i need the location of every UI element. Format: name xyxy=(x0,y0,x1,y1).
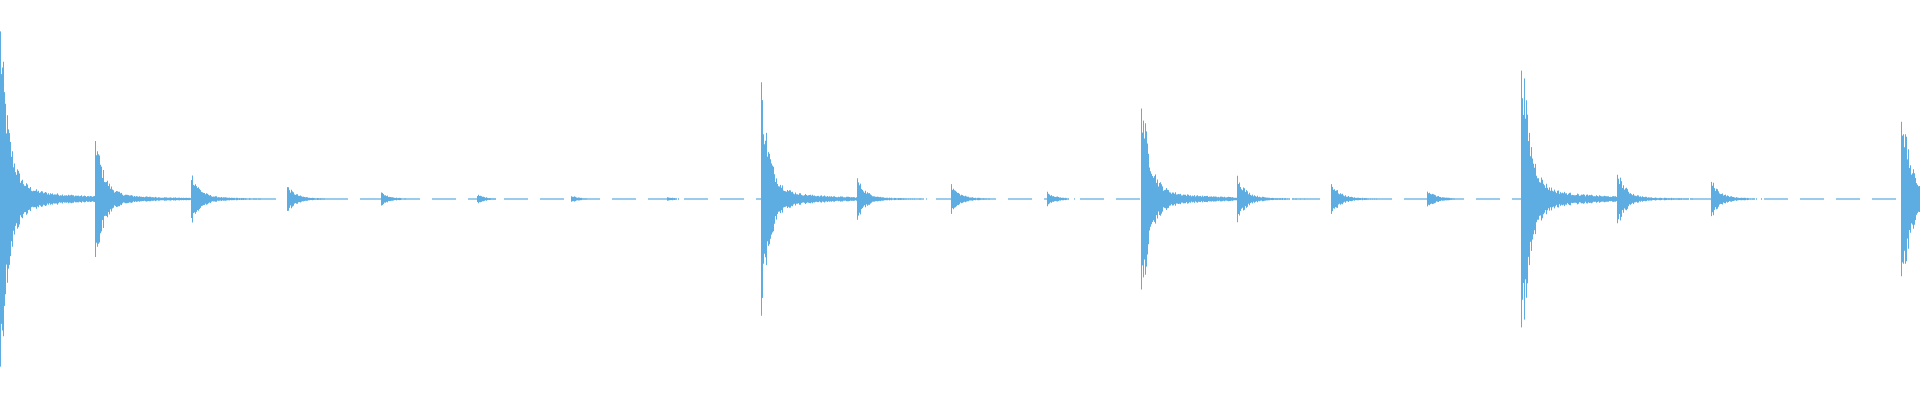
waveform-samples xyxy=(0,31,1920,367)
